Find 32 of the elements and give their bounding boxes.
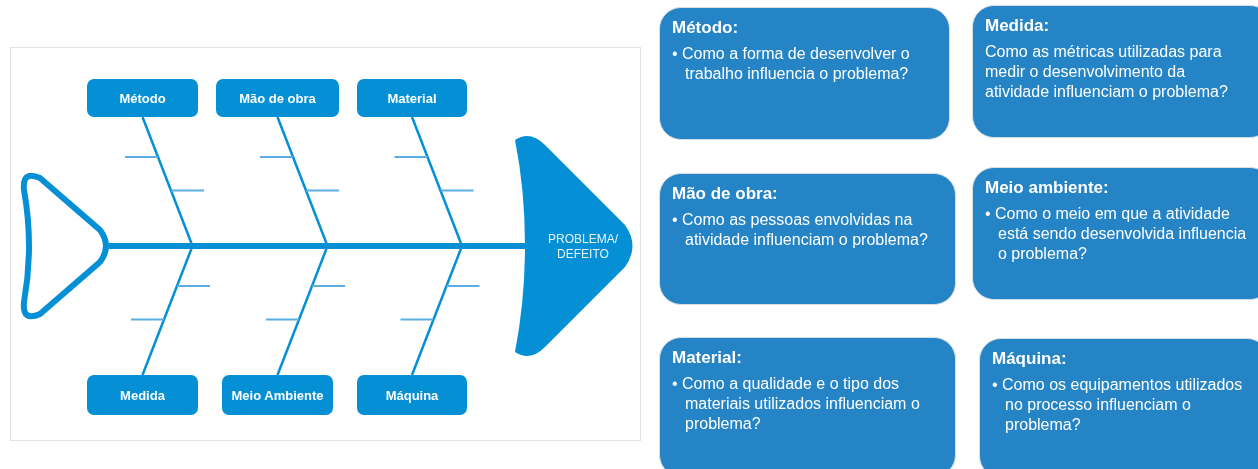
card-text: • Como os equipamentos utilizados no processo influenciam o problema? — [992, 375, 1244, 435]
cause-category-box — [222, 375, 333, 415]
card-title: Máquina: — [992, 349, 1068, 369]
problem-label: PROBLEMA/ DEFEITO — [547, 231, 619, 262]
card-title: Meio ambiente: — [985, 178, 1110, 198]
category-label: Meio Ambiente — [231, 388, 324, 402]
card-text: • Como a forma de desenvolver o trabalho influencia o problema? — [672, 44, 911, 84]
card-title: Mão de obra: — [672, 184, 779, 204]
cause-category-box — [357, 79, 467, 117]
card-text: • Como a qualidade e o tipo dos materiais utilizados influenciam o problema? — [672, 374, 921, 434]
cause-category-box — [87, 375, 198, 415]
info-card — [972, 5, 1258, 138]
category-label: Material — [387, 91, 437, 105]
info-card — [659, 173, 956, 305]
card-title: Material: — [672, 348, 743, 368]
cause-category-box — [216, 79, 339, 117]
card-text: • Como as pessoas envolvidas na atividade influenciam o problema? — [672, 210, 929, 250]
spine-line — [109, 243, 525, 249]
info-card — [972, 167, 1258, 300]
category-label: Mão de obra — [239, 91, 316, 105]
card-text: • Como o meio em que a atividade está sendo desenvolvida influencia o problema? — [985, 204, 1248, 264]
category-label: Máquina — [385, 388, 439, 402]
card-text: Como as métricas utilizadas para medir o desenvolvimento da atividade influenciam o problema? — [985, 42, 1229, 102]
cause-category-box — [357, 375, 467, 415]
info-card — [979, 338, 1258, 469]
info-card — [659, 7, 950, 140]
cause-category-box — [87, 79, 198, 117]
category-label: Medida — [120, 388, 165, 402]
category-label: Método — [119, 91, 166, 105]
card-title: Medida: — [985, 16, 1051, 36]
card-title: Método: — [672, 18, 740, 38]
info-card — [659, 337, 956, 469]
